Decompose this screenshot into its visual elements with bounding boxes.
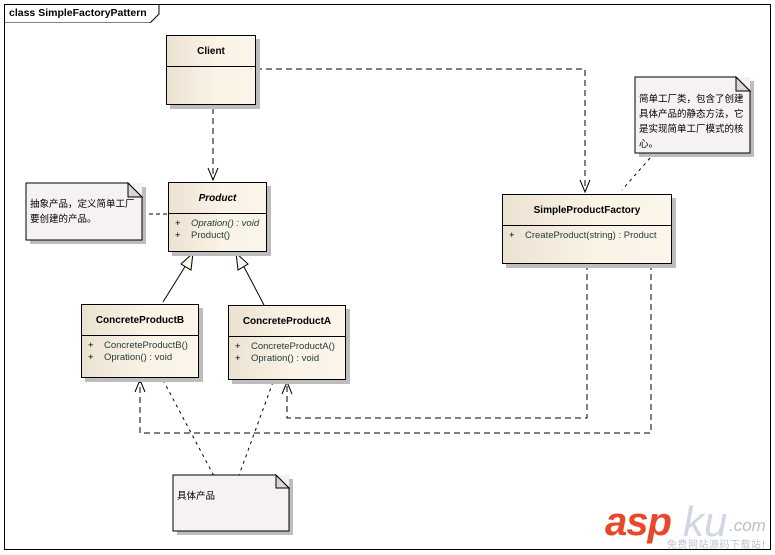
gen-b-product <box>162 264 187 303</box>
operation: +Opration() : void <box>88 352 173 363</box>
gen-a-product <box>242 264 265 306</box>
watermark-logo: asp ku .com 免费网站源码下载站! <box>605 498 775 552</box>
note-line: 简单工厂类，包含了创建 <box>639 94 744 105</box>
dep-factory-a <box>286 264 588 419</box>
arrow-head-client-product <box>207 167 219 182</box>
frame-tab <box>4 4 160 23</box>
diagram-frame <box>4 4 771 550</box>
arrow-head-factory-a <box>281 380 293 395</box>
operation: +ConcreteProductA() <box>235 341 335 352</box>
watermark-tld: .com <box>729 516 766 535</box>
class-client[interactable]: Client <box>166 35 256 105</box>
arrow-head-factory-b <box>134 378 146 393</box>
class-name: ConcreteProductB <box>82 305 198 336</box>
watermark-brand: asp <box>605 500 672 544</box>
operation: +Opration() : void <box>175 218 260 229</box>
dep-client-factory <box>256 68 586 192</box>
note-outline <box>172 473 291 532</box>
note-line: 是实现简单工厂模式的核 <box>639 124 744 135</box>
note-line: 具体产品 <box>177 491 216 502</box>
arrow-head-client-factory <box>579 179 591 194</box>
operation: +Product() <box>175 230 231 241</box>
class-concrete-product-a[interactable]: ConcreteProductA +ConcreteProductA() +Op… <box>228 305 346 380</box>
operation: +ConcreteProductB() <box>88 340 188 351</box>
class-name: ConcreteProductA <box>229 306 345 337</box>
note-line: 心。 <box>639 139 659 150</box>
note-product[interactable]: 抽象产品，定义简单工厂 要创建的产品。 <box>25 181 144 241</box>
note-factory[interactable]: 简单工厂类，包含了创建 具体产品的静态方法，它 是实现简单工厂模式的核 心。 <box>634 75 752 154</box>
watermark-brand-2: ku <box>683 498 728 545</box>
gen-arrow-a <box>235 251 249 271</box>
dep-factory-b <box>139 264 652 434</box>
class-simple-product-factory[interactable]: SimpleProductFactory +CreateProduct(stri… <box>502 194 672 264</box>
operation: +CreateProduct(string) : Product <box>509 230 657 241</box>
frame-title: class SimpleFactoryPattern <box>9 7 147 19</box>
note-outline <box>25 181 144 241</box>
note-outline <box>634 75 752 154</box>
note-line: 具体产品的静态方法，它 <box>639 109 744 120</box>
class-concrete-product-b[interactable]: ConcreteProductB +ConcreteProductB() +Op… <box>81 304 199 378</box>
note-line: 要创建的产品。 <box>30 214 97 225</box>
class-product[interactable]: Product +Opration() : void +Product() <box>168 182 267 252</box>
note-link-factory <box>621 157 651 191</box>
note-line: 抽象产品，定义简单工厂 <box>30 199 135 210</box>
class-name: Product <box>169 183 266 214</box>
gen-arrow-b <box>180 251 194 271</box>
operation: +Opration() : void <box>235 353 320 364</box>
note-link-concrete-a <box>237 381 274 479</box>
class-name: SimpleProductFactory <box>503 195 671 226</box>
class-name: Client <box>167 36 255 67</box>
note-concrete[interactable]: 具体产品 <box>172 473 291 532</box>
note-link-concrete-b <box>162 379 216 479</box>
watermark-tagline: 免费网站源码下载站! <box>667 540 767 551</box>
